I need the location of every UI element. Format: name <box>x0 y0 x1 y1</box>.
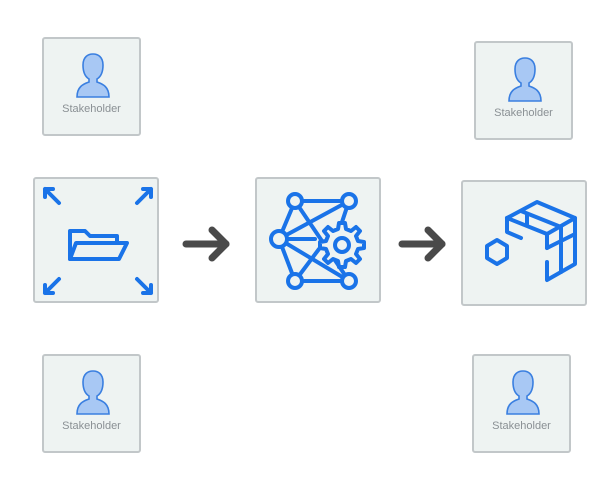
stakeholder-label: Stakeholder <box>492 420 551 432</box>
stakeholder-label: Stakeholder <box>62 103 121 115</box>
flow-step-processing <box>255 177 381 303</box>
person-icon <box>76 370 110 415</box>
network-gear-icon <box>269 192 366 290</box>
stakeholder-card-top-right: Stakeholder <box>474 41 573 140</box>
stakeholder-card-bottom-right: Stakeholder <box>472 354 571 453</box>
stakeholder-card-top-left: Stakeholder <box>42 37 141 136</box>
folder-expand-icon <box>43 187 153 295</box>
stakeholder-label: Stakeholder <box>494 107 553 119</box>
blocks-cube-icon <box>485 200 577 282</box>
flow-step-data-collection <box>33 177 159 303</box>
right-arrow-icon <box>182 226 230 262</box>
right-arrow-icon <box>398 226 446 262</box>
person-icon <box>508 57 542 102</box>
person-icon <box>76 53 110 98</box>
flow-step-output <box>461 180 587 306</box>
person-icon <box>506 370 540 415</box>
stakeholder-label: Stakeholder <box>62 420 121 432</box>
stakeholder-card-bottom-left: Stakeholder <box>42 354 141 453</box>
